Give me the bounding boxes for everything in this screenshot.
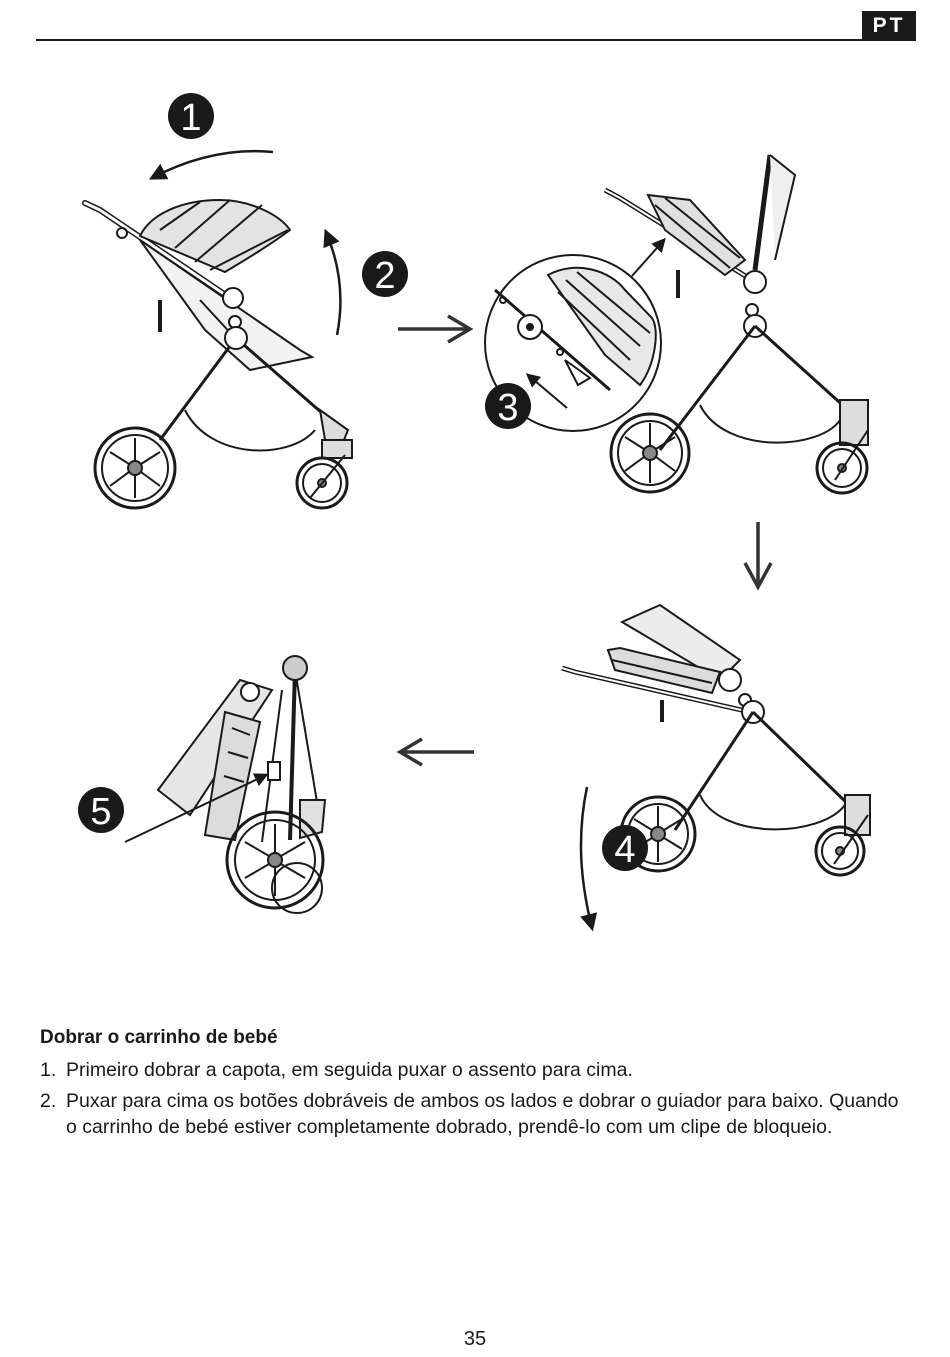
transition-arrow-right <box>398 316 470 342</box>
step-badge-3: 3 <box>485 383 531 429</box>
instruction-number: 1. <box>40 1057 56 1083</box>
step-badge-2: 2 <box>362 251 408 297</box>
step-badge-5: 5 <box>78 787 124 833</box>
instructions-title: Dobrar o carrinho de bebé <box>40 1027 900 1049</box>
instructions-list: 1. Primeiro dobrar a capota, em seguida … <box>40 1057 900 1140</box>
instruction-item: 1. Primeiro dobrar a capota, em seguida … <box>40 1057 900 1083</box>
svg-text:5: 5 <box>90 791 111 833</box>
folding-illustration: 1 2 3 4 5 <box>0 0 950 1000</box>
instruction-text: Puxar para cima os botões dobráveis de a… <box>66 1090 899 1138</box>
step-badge-4: 4 <box>602 825 648 871</box>
instruction-number: 2. <box>40 1088 56 1114</box>
instruction-item: 2. Puxar para cima os botões dobráveis d… <box>40 1088 900 1140</box>
transition-arrow-down <box>745 522 771 587</box>
instruction-text: Primeiro dobrar a capota, em seguida pux… <box>66 1059 633 1081</box>
svg-text:2: 2 <box>374 255 395 297</box>
page-number: 35 <box>0 1328 950 1351</box>
stroller-folded-figure <box>158 656 325 913</box>
svg-text:1: 1 <box>180 97 201 139</box>
transition-arrow-left <box>400 739 474 765</box>
folding-instructions: Dobrar o carrinho de bebé 1. Primeiro do… <box>40 1027 900 1145</box>
step-badge-1: 1 <box>168 93 214 139</box>
stroller-open-figure <box>85 200 352 508</box>
svg-text:4: 4 <box>614 829 635 871</box>
fold-arrow-2 <box>326 232 340 335</box>
fold-arrow-4 <box>581 787 592 928</box>
stroller-canopy-folded-figure <box>485 155 868 493</box>
svg-text:3: 3 <box>497 387 518 429</box>
fold-arrow-1 <box>152 151 273 178</box>
